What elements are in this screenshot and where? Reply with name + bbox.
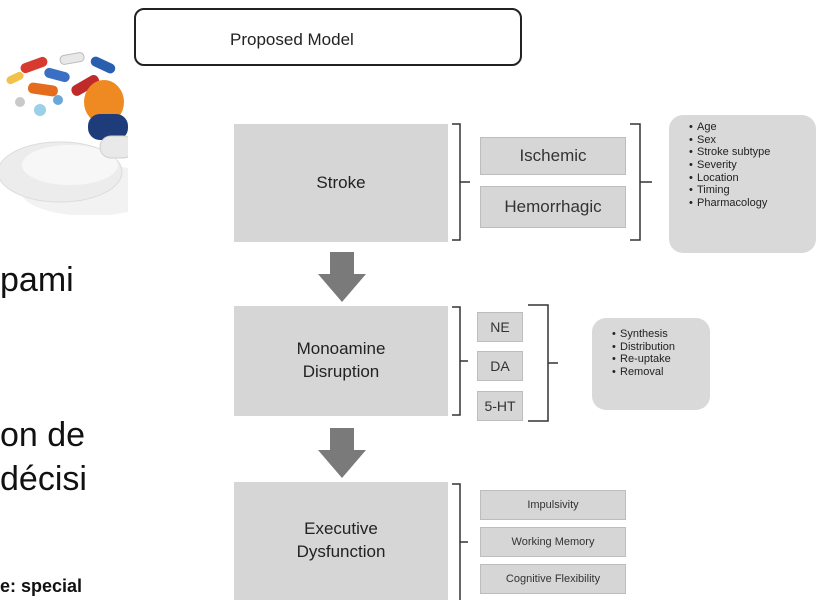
- monoamine-type-label: 5-HT: [484, 398, 516, 414]
- monoamine-factor-item: Distribution: [612, 341, 704, 354]
- slide-footer-text: e: special: [0, 576, 83, 596]
- monoamine-factor-item: Removal: [612, 366, 704, 379]
- monoamine-factors-box: Synthesis Distribution Re-uptake Removal: [592, 318, 710, 410]
- executive-bracket: [452, 483, 468, 600]
- stroke-type-label: Ischemic: [519, 146, 587, 165]
- stroke-factor-item: Timing: [689, 184, 810, 197]
- executive-item-label: Impulsivity: [527, 499, 579, 511]
- stroke-label: Stroke: [316, 172, 366, 192]
- executive-label-line1: Executive: [304, 519, 378, 539]
- stroke-type-label: Hemorrhagic: [504, 197, 602, 216]
- monoamine-type-label: NE: [490, 319, 510, 335]
- stroke-factor-item: Age: [689, 121, 810, 134]
- executive-item-label: Working Memory: [511, 536, 595, 548]
- diagram-title: Proposed Model: [230, 30, 354, 49]
- executive-item-label: Cognitive Flexibility: [505, 573, 601, 585]
- executive-item-working-memory: Working Memory: [480, 527, 626, 557]
- executive-item-cognitive-flexibility: Cognitive Flexibility: [480, 564, 626, 594]
- executive-label-line2: Dysfunction: [296, 542, 386, 561]
- pills-image: [0, 40, 130, 215]
- diagram-title-box: Proposed Model: [134, 8, 522, 66]
- stroke-factor-item: Severity: [689, 159, 810, 172]
- executive-item-impulsivity: Impulsivity: [480, 490, 626, 520]
- slide-text-line1: pami: [0, 261, 74, 299]
- monoamine-factor-item: Re-uptake: [612, 353, 704, 366]
- stroke-type-ischemic: Ischemic: [480, 137, 626, 175]
- monoamine-bracket: [452, 306, 468, 416]
- down-arrow-icon: [318, 252, 366, 302]
- monoamine-type-da: DA: [477, 351, 523, 381]
- stroke-box: Stroke: [234, 124, 448, 242]
- stroke-factor-item: Sex: [689, 134, 810, 147]
- executive-box: Executive Dysfunction: [234, 482, 448, 600]
- monoamine-type-ne: NE: [477, 312, 523, 342]
- monoamine-label-line1: Monoamine: [296, 339, 386, 359]
- monoamine-type-label: DA: [490, 358, 510, 374]
- monoamine-label-line2: Disruption: [302, 362, 380, 381]
- monoamine-factor-item: Synthesis: [612, 328, 704, 341]
- stroke-factor-item: Pharmacology: [689, 197, 810, 210]
- stroke-types-bracket: [630, 123, 652, 241]
- monoamine-box: Monoamine Disruption: [234, 306, 448, 416]
- stroke-factor-item: Location: [689, 172, 810, 185]
- stroke-bracket: [452, 123, 470, 241]
- stroke-factors-box: Age Sex Stroke subtype Severity Location…: [669, 115, 816, 253]
- stroke-type-hemorrhagic: Hemorrhagic: [480, 186, 626, 228]
- stroke-factor-item: Stroke subtype: [689, 146, 810, 159]
- slide-text-line3: décisi: [0, 460, 87, 498]
- monoamine-type-5ht: 5-HT: [477, 391, 523, 421]
- down-arrow-icon: [318, 428, 366, 478]
- monoamine-types-bracket: [528, 304, 558, 422]
- proposed-model-diagram: Proposed Model Stroke Ischemic Hemorrhag…: [128, 0, 816, 600]
- slide-text-line2: on de: [0, 416, 86, 454]
